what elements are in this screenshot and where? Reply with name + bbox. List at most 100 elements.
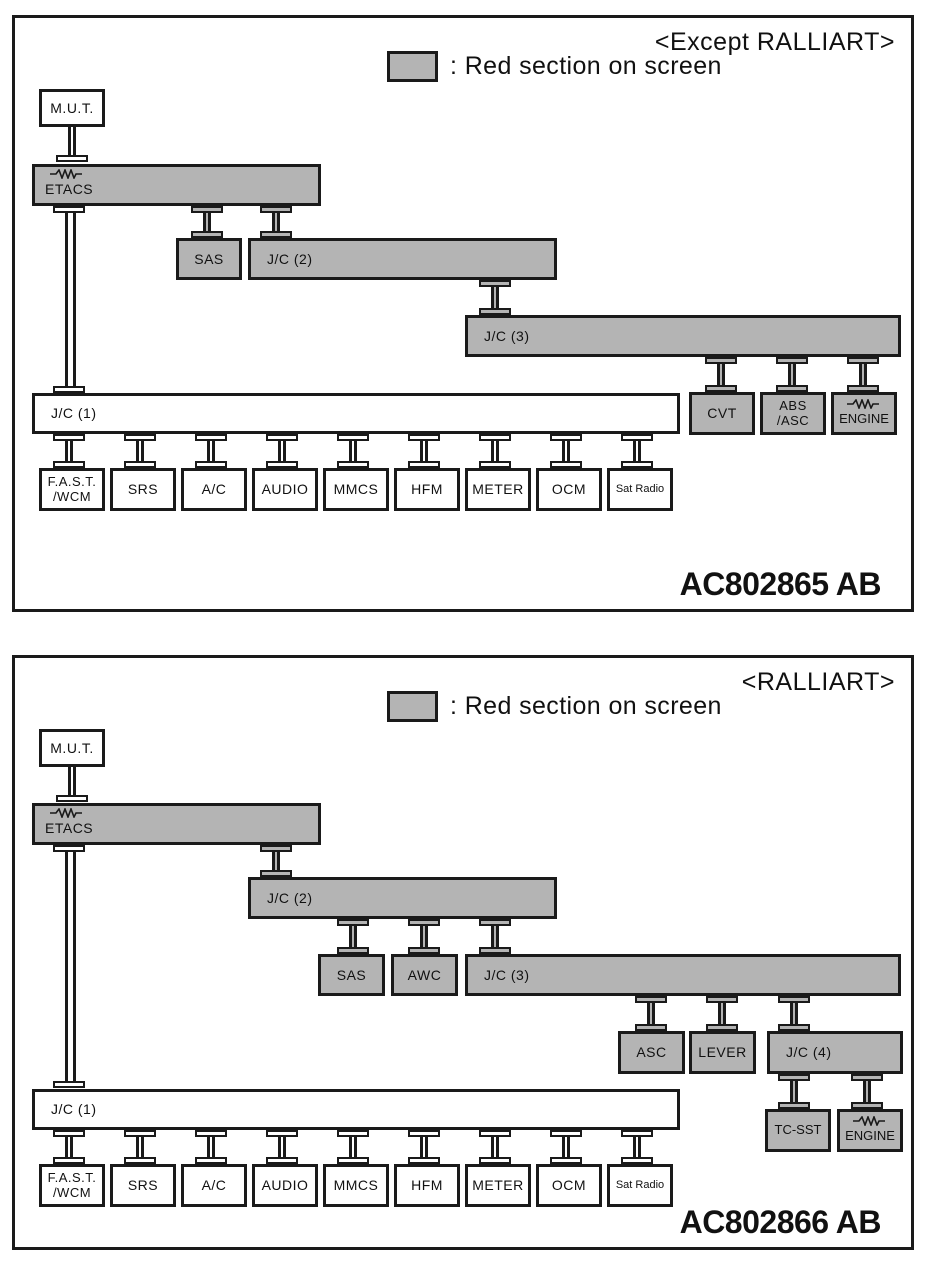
connector bbox=[420, 1137, 428, 1158]
module-box: METER bbox=[465, 468, 531, 511]
connector bbox=[562, 441, 570, 462]
module-box: SRS bbox=[110, 468, 176, 511]
connector bbox=[68, 767, 76, 797]
diagram-title: <RALLIART> bbox=[741, 668, 895, 696]
connector-cap bbox=[337, 461, 369, 468]
connector bbox=[491, 287, 499, 309]
connector bbox=[278, 1137, 286, 1158]
module-box: F.A.S.T. /WCM bbox=[39, 1164, 105, 1207]
connector bbox=[136, 1137, 144, 1158]
module-box: A/C bbox=[181, 1164, 247, 1207]
connector-cap bbox=[778, 996, 810, 1003]
connector-cap bbox=[195, 1130, 227, 1137]
connector-cap bbox=[408, 461, 440, 468]
connector-cap bbox=[53, 461, 85, 468]
module-box: Sat Radio bbox=[607, 468, 673, 511]
connector-cap bbox=[851, 1102, 883, 1109]
legend-text: : Red section on screen bbox=[450, 691, 722, 720]
connector-cap bbox=[550, 461, 582, 468]
connector-cap bbox=[266, 1157, 298, 1164]
connector bbox=[420, 441, 428, 462]
resistor-icon bbox=[853, 1116, 885, 1126]
connector-cap bbox=[260, 206, 292, 213]
module-box: MMCS bbox=[323, 1164, 389, 1207]
asc-box: ASC bbox=[618, 1031, 685, 1074]
connector-cap bbox=[408, 919, 440, 926]
connector-cap bbox=[337, 947, 369, 954]
connector-cap bbox=[635, 1024, 667, 1031]
diagram-title: <Except RALLIART> bbox=[654, 28, 895, 56]
connector-cap bbox=[191, 206, 223, 213]
lever-box: LEVER bbox=[689, 1031, 756, 1074]
module-box: MMCS bbox=[323, 468, 389, 511]
connector bbox=[859, 364, 867, 386]
connector-cap bbox=[124, 461, 156, 468]
connector bbox=[136, 441, 144, 462]
figure-code: AC802865 AB bbox=[679, 566, 882, 602]
connector-cap bbox=[479, 461, 511, 468]
connector bbox=[633, 441, 641, 462]
legend: : Red section on screen bbox=[387, 689, 722, 723]
legend: : Red section on screen bbox=[387, 49, 722, 83]
legend-swatch bbox=[387, 50, 438, 82]
resistor-icon bbox=[847, 399, 879, 409]
connector bbox=[420, 926, 428, 949]
connector-cap bbox=[56, 155, 88, 162]
connector bbox=[203, 213, 211, 233]
module-box: F.A.S.T. /WCM bbox=[39, 468, 105, 511]
legend-swatch bbox=[387, 690, 438, 722]
diagram-panel-ralliart: <RALLIART> : Red section on screen AC802… bbox=[12, 655, 914, 1250]
connector bbox=[207, 1137, 215, 1158]
module-box: Sat Radio bbox=[607, 1164, 673, 1207]
jc1-box: J/C (1) bbox=[32, 1089, 680, 1130]
connector-cap bbox=[195, 434, 227, 441]
resistor-icon bbox=[50, 169, 82, 179]
module-box: AUDIO bbox=[252, 1164, 318, 1207]
cvt-box: CVT bbox=[689, 392, 755, 435]
connector-cap bbox=[53, 1130, 85, 1137]
connector bbox=[349, 441, 357, 462]
connector-cap bbox=[479, 919, 511, 926]
module-box: SRS bbox=[110, 1164, 176, 1207]
mut-box: M.U.T. bbox=[39, 89, 105, 127]
connector-cap bbox=[550, 434, 582, 441]
module-box: A/C bbox=[181, 468, 247, 511]
connector-cap bbox=[53, 434, 85, 441]
connector-cap bbox=[778, 1074, 810, 1081]
connector bbox=[717, 364, 725, 386]
connector-cap bbox=[847, 385, 879, 392]
connector-cap bbox=[550, 1157, 582, 1164]
connector-cap bbox=[408, 947, 440, 954]
connector bbox=[863, 1081, 871, 1104]
abs-asc-box: ABS /ASC bbox=[760, 392, 826, 435]
jc3-box: J/C (3) bbox=[465, 315, 901, 357]
connector-cap bbox=[266, 1130, 298, 1137]
connector-cap bbox=[191, 231, 223, 238]
connector bbox=[278, 441, 286, 462]
connector bbox=[68, 127, 76, 157]
connector bbox=[349, 926, 357, 949]
module-box: OCM bbox=[536, 1164, 602, 1207]
connector-cap bbox=[53, 206, 85, 213]
connector bbox=[491, 926, 499, 949]
connector-cap bbox=[260, 870, 292, 877]
sas-box: SAS bbox=[318, 954, 385, 996]
connector bbox=[65, 441, 73, 462]
connector-cap bbox=[778, 1024, 810, 1031]
awc-box: AWC bbox=[391, 954, 458, 996]
connector-cap bbox=[550, 1130, 582, 1137]
connector-cap bbox=[776, 357, 808, 364]
connector-cap bbox=[479, 280, 511, 287]
connector-cap bbox=[266, 461, 298, 468]
connector bbox=[491, 1137, 499, 1158]
jc1-box: J/C (1) bbox=[32, 393, 680, 434]
module-box: METER bbox=[465, 1164, 531, 1207]
connector-cap bbox=[479, 308, 511, 315]
connector-cap bbox=[621, 434, 653, 441]
connector-cap bbox=[479, 1130, 511, 1137]
connector-cap bbox=[479, 1157, 511, 1164]
module-box: AUDIO bbox=[252, 468, 318, 511]
connector-cap bbox=[621, 461, 653, 468]
module-box: HFM bbox=[394, 1164, 460, 1207]
diagram-panel-except-ralliart: <Except RALLIART> : Red section on scree… bbox=[12, 15, 914, 612]
